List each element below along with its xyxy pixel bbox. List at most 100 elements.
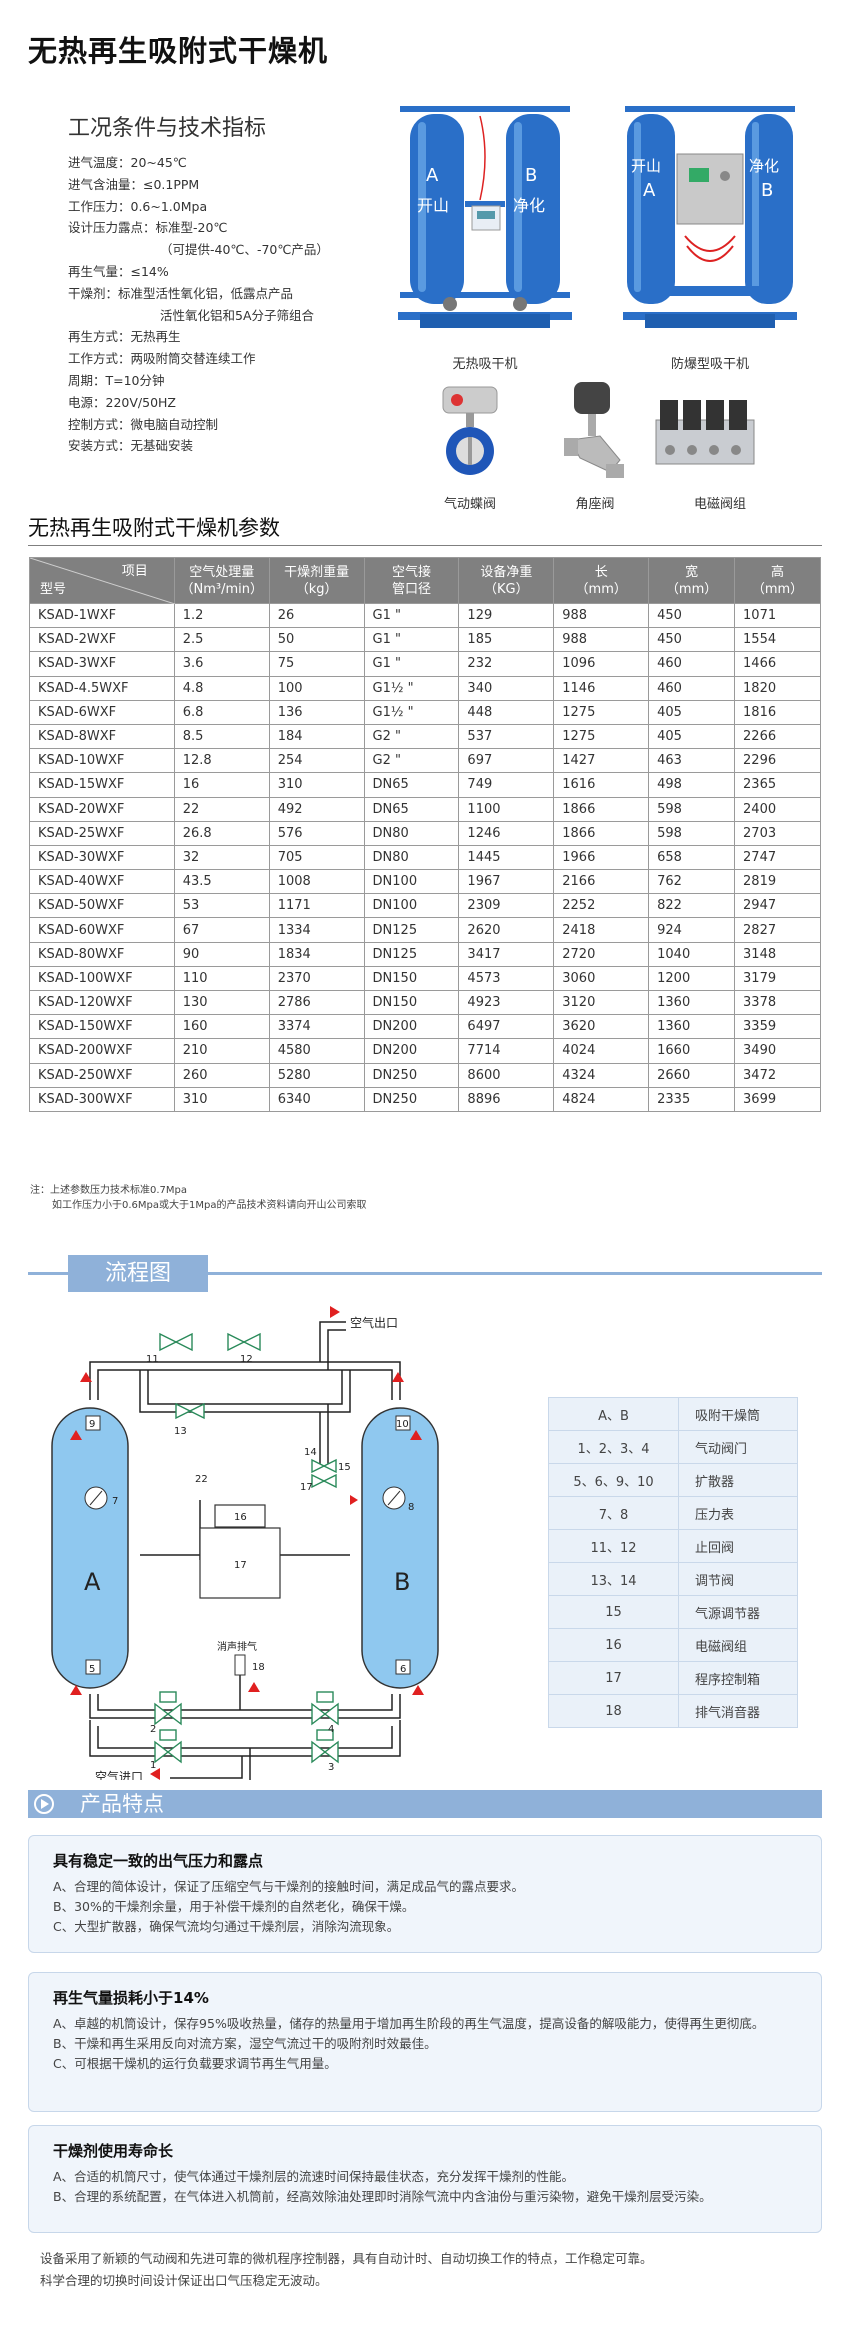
- param-header-text: （kg）: [295, 581, 338, 597]
- table-cell: 232: [458, 651, 555, 677]
- flow-section-bar: [28, 1272, 822, 1275]
- legend-value: 气源调节器: [678, 1595, 798, 1629]
- tank-b-label: B: [525, 165, 537, 186]
- dryer-photo-2: 开山 A 净化 B: [605, 96, 815, 346]
- spec-line: 设计压力露点：标准型-20℃: [68, 220, 228, 236]
- table-cell: 1466: [734, 651, 821, 677]
- tank-a-label-2: A: [643, 180, 656, 201]
- legend-value: 压力表: [678, 1496, 798, 1530]
- legend-value: 调节阀: [678, 1562, 798, 1596]
- num-8: 8: [408, 1502, 414, 1513]
- param-header-cell: 空气接管口径: [363, 557, 460, 604]
- legend-key: 7、8: [548, 1496, 679, 1530]
- table-cell: KSAD-200WXF: [29, 1038, 175, 1064]
- table-cell: 448: [458, 699, 555, 725]
- table-cell: 988: [553, 602, 650, 629]
- table-cell: DN200: [363, 1038, 460, 1064]
- table-cell: 3179: [734, 965, 821, 992]
- solenoid-valve-caption: 电磁阀组: [693, 497, 746, 512]
- params-header-row: 项目 型号 空气处理量（Nm³/min）干燥剂重量（kg）空气接管口径设备净重（…: [29, 557, 821, 604]
- tank-a-label: A: [426, 165, 439, 186]
- num-3: 3: [328, 1762, 334, 1773]
- num-13: 13: [174, 1426, 187, 1437]
- dryer-caption-1: 无热吸干机: [452, 357, 518, 372]
- num-12: 12: [240, 1354, 253, 1365]
- table-cell: 749: [458, 772, 555, 798]
- table-cell: 2660: [648, 1062, 736, 1088]
- table-cell: DN125: [363, 917, 460, 943]
- param-header-text: （KG）: [484, 581, 529, 597]
- num-11: 11: [146, 1354, 159, 1365]
- tank-b-brand-2: 净化: [749, 157, 779, 175]
- num-1: 1: [150, 1760, 156, 1771]
- feature-line: A、卓越的机筒设计，保存95%吸收热量，储存的热量用于增加再生阶段的再生气温度，…: [53, 2016, 765, 2031]
- params-table: 项目 型号 空气处理量（Nm³/min）干燥剂重量（kg）空气接管口径设备净重（…: [29, 557, 821, 1112]
- legend-key: 13、14: [548, 1562, 679, 1596]
- legend-key: 16: [548, 1628, 679, 1662]
- table-cell: 3417: [458, 941, 555, 967]
- table-cell: 1554: [734, 627, 821, 653]
- table-cell: 12.8: [173, 748, 270, 774]
- table-cell: 6340: [268, 1086, 365, 1112]
- table-cell: DN150: [363, 989, 460, 1016]
- table-cell: 129: [458, 602, 555, 629]
- table-cell: 697: [458, 748, 555, 774]
- param-header-text: （mm）: [665, 581, 718, 597]
- legend-key: A、B: [548, 1397, 679, 1431]
- num-15: 15: [338, 1462, 351, 1473]
- num-6: 6: [400, 1664, 406, 1675]
- table-cell: 1660: [648, 1038, 736, 1064]
- table-cell: DN80: [363, 844, 460, 871]
- table-cell: KSAD-80WXF: [29, 941, 175, 967]
- legend-key: 17: [548, 1661, 679, 1695]
- tank-b-label-2: B: [761, 180, 773, 201]
- table-cell: 492: [268, 796, 365, 822]
- butterfly-valve-photo: [435, 383, 505, 483]
- params-note-1: 注：上述参数压力技术标准0.7Mpa: [30, 1185, 188, 1196]
- table-cell: 1040: [648, 941, 736, 967]
- num-22: 22: [195, 1474, 208, 1485]
- feature-line: B、30%的干燥剂余量，用于补偿干燥剂的自然老化，确保干燥。: [53, 1899, 415, 1914]
- table-cell: 658: [648, 844, 736, 871]
- spec-line: 控制方式：微电脑自动控制: [68, 416, 219, 432]
- solenoid-valve-photo: [650, 390, 760, 485]
- table-cell: 3359: [734, 1014, 821, 1040]
- spec-line: 活性氧化铝和5A分子筛组合: [160, 307, 315, 323]
- spec-line: 再生方式：无热再生: [68, 329, 181, 345]
- features-footer: 设备采用了新颖的气动阀和先进可靠的微机程序控制器，具有自动计时、自动切换工作的特…: [40, 2248, 653, 2292]
- table-cell: 3374: [268, 1014, 365, 1040]
- spec-line: 干燥剂：标准型活性氧化铝，低露点产品: [68, 285, 294, 301]
- table-cell: 1967: [458, 869, 555, 895]
- table-cell: G1½ ": [363, 675, 460, 701]
- table-cell: 50: [268, 627, 365, 653]
- table-cell: 2418: [553, 917, 650, 943]
- params-note-2: 如工作压力小于0.6Mpa或大于1Mpa的产品技术资料请向开山公司索取: [52, 1200, 367, 1211]
- table-cell: DN100: [363, 893, 460, 919]
- param-header-text: 空气处理量: [189, 564, 255, 580]
- table-cell: KSAD-25WXF: [29, 820, 175, 846]
- table-cell: 185: [458, 627, 555, 653]
- table-cell: 2166: [553, 869, 650, 895]
- num-5: 5: [89, 1664, 95, 1675]
- play-icon: [34, 1794, 54, 1814]
- table-cell: KSAD-6WXF: [29, 699, 175, 725]
- legend-value: 排气消音器: [678, 1694, 798, 1728]
- table-cell: 8.5: [173, 723, 270, 750]
- tank-b-brand: 净化: [513, 196, 545, 215]
- table-cell: 4923: [458, 989, 555, 1016]
- table-cell: DN250: [363, 1086, 460, 1112]
- table-cell: 460: [648, 651, 736, 677]
- table-cell: 1096: [553, 651, 650, 677]
- header-item-label: 项目: [121, 564, 148, 579]
- table-cell: 110: [173, 965, 270, 992]
